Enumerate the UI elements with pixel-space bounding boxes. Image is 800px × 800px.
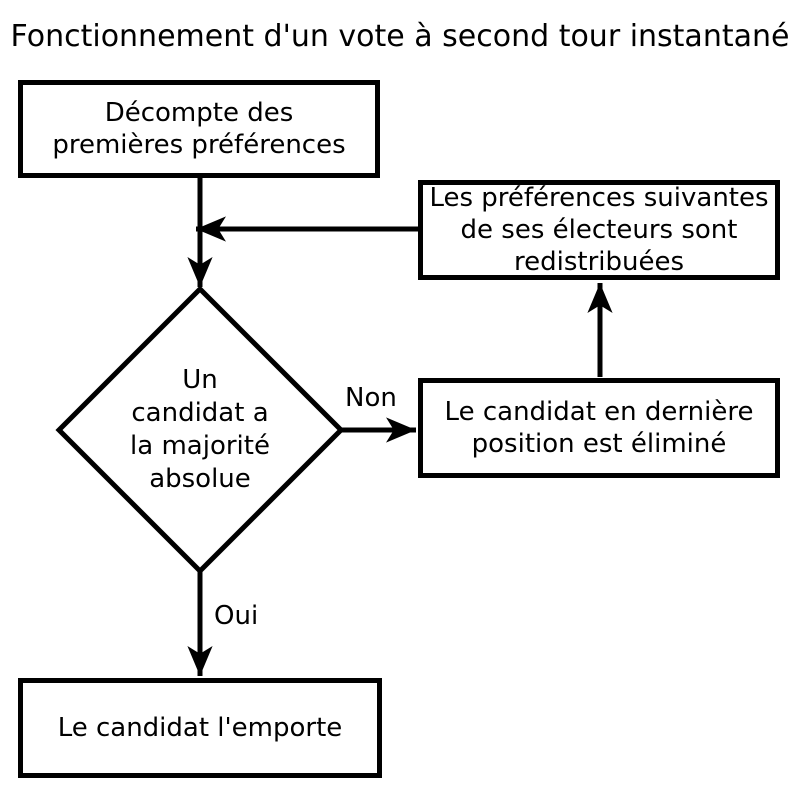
node-eliminate-last-candidate: Le candidat en dernière position est éli…: [418, 378, 780, 478]
node-candidate-wins-label: Le candidat l'emporte: [57, 713, 343, 743]
node-candidate-wins: Le candidat l'emporte: [18, 678, 382, 778]
node-majority-decision-label: Un candidat a la majorité absolue: [130, 365, 270, 494]
edge-label-non: Non: [345, 383, 397, 413]
node-redistribute-preferences: Les préférences suivantes de ses électeu…: [418, 180, 780, 280]
node-count-first-preferences: Décompte des premières préférences: [18, 80, 380, 178]
diagram-title: Fonctionnement d'un vote à second tour i…: [10, 19, 790, 54]
edge-label-oui: Oui: [214, 601, 259, 631]
node-count-first-preferences-label: Décompte des premières préférences: [52, 98, 346, 160]
node-eliminate-last-candidate-label: Le candidat en dernière position est éli…: [444, 397, 754, 459]
node-redistribute-preferences-label: Les préférences suivantes de ses électeu…: [429, 183, 769, 277]
